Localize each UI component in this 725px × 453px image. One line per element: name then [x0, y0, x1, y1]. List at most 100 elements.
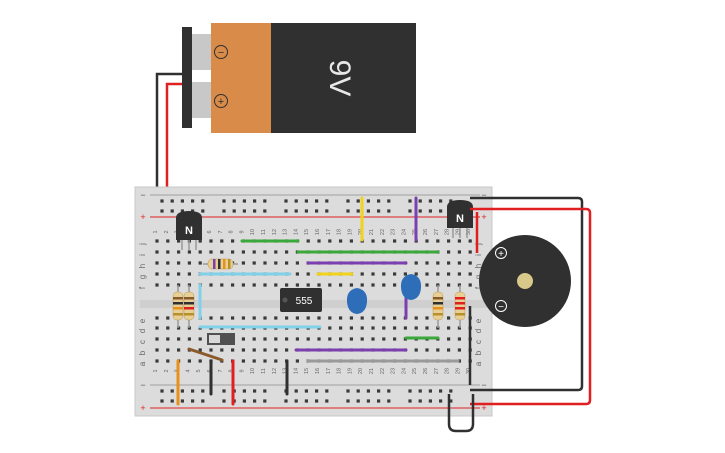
breadboard-hole[interactable] — [222, 399, 226, 403]
breadboard-hole[interactable] — [198, 337, 202, 341]
breadboard-hole[interactable] — [170, 389, 174, 393]
breadboard-hole[interactable] — [160, 399, 164, 403]
breadboard-hole[interactable] — [231, 348, 235, 352]
breadboard-hole[interactable] — [274, 250, 278, 254]
breadboard-hole[interactable] — [428, 199, 432, 203]
breadboard-hole[interactable] — [387, 389, 391, 393]
breadboard-hole[interactable] — [155, 283, 159, 287]
breadboard-hole[interactable] — [263, 209, 267, 213]
breadboard-hole[interactable] — [201, 209, 205, 213]
transistor-left[interactable]: N — [176, 211, 202, 250]
breadboard-hole[interactable] — [231, 283, 235, 287]
breadboard-hole[interactable] — [263, 348, 267, 352]
breadboard-hole[interactable] — [377, 389, 381, 393]
breadboard-hole[interactable] — [418, 399, 422, 403]
breadboard-hole[interactable] — [360, 326, 364, 330]
breadboard-hole[interactable] — [306, 239, 310, 243]
breadboard-hole[interactable] — [447, 348, 451, 352]
breadboard-hole[interactable] — [180, 389, 184, 393]
breadboard-hole[interactable] — [317, 316, 321, 320]
breadboard-hole[interactable] — [241, 261, 245, 265]
breadboard-hole[interactable] — [339, 239, 343, 243]
breadboard-hole[interactable] — [222, 209, 226, 213]
breadboard-hole[interactable] — [231, 316, 235, 320]
breadboard-hole[interactable] — [242, 209, 246, 213]
breadboard-hole[interactable] — [447, 337, 451, 341]
breadboard-hole[interactable] — [242, 199, 246, 203]
breadboard-hole[interactable] — [295, 337, 299, 341]
breadboard-hole[interactable] — [274, 316, 278, 320]
breadboard-hole[interactable] — [253, 209, 257, 213]
breadboard-hole[interactable] — [425, 348, 429, 352]
breadboard-hole[interactable] — [295, 359, 299, 363]
breadboard-hole[interactable] — [284, 399, 288, 403]
breadboard-hole[interactable] — [439, 399, 443, 403]
breadboard-hole[interactable] — [328, 239, 332, 243]
ic-555[interactable]: 555 — [280, 288, 322, 312]
breadboard-hole[interactable] — [220, 239, 224, 243]
breadboard-hole[interactable] — [252, 348, 256, 352]
breadboard-hole[interactable] — [371, 316, 375, 320]
breadboard-hole[interactable] — [241, 337, 245, 341]
breadboard-hole[interactable] — [349, 337, 353, 341]
breadboard-hole[interactable] — [346, 199, 350, 203]
breadboard-hole[interactable] — [285, 283, 289, 287]
breadboard-hole[interactable] — [408, 399, 412, 403]
breadboard-hole[interactable] — [414, 316, 418, 320]
breadboard-hole[interactable] — [317, 239, 321, 243]
breadboard-hole[interactable] — [317, 283, 321, 287]
breadboard-hole[interactable] — [274, 348, 278, 352]
breadboard-hole[interactable] — [232, 209, 236, 213]
breadboard-hole[interactable] — [425, 283, 429, 287]
breadboard-hole[interactable] — [177, 348, 181, 352]
breadboard-hole[interactable] — [180, 209, 184, 213]
breadboard-hole[interactable] — [315, 209, 319, 213]
breadboard-hole[interactable] — [155, 337, 159, 341]
breadboard-hole[interactable] — [295, 283, 299, 287]
breadboard-hole[interactable] — [371, 272, 375, 276]
breadboard-hole[interactable] — [285, 261, 289, 265]
breadboard-hole[interactable] — [209, 250, 213, 254]
breadboard-hole[interactable] — [253, 389, 257, 393]
resistor-horizontal[interactable] — [203, 258, 238, 270]
breadboard-hole[interactable] — [170, 199, 174, 203]
breadboard-hole[interactable] — [285, 250, 289, 254]
breadboard-hole[interactable] — [252, 250, 256, 254]
breadboard-hole[interactable] — [425, 272, 429, 276]
breadboard-hole[interactable] — [382, 283, 386, 287]
breadboard-hole[interactable] — [468, 239, 472, 243]
breadboard-hole[interactable] — [177, 272, 181, 276]
breadboard-hole[interactable] — [457, 239, 461, 243]
jumper-wires[interactable] — [176, 196, 460, 406]
breadboard-hole[interactable] — [360, 316, 364, 320]
breadboard-hole[interactable] — [328, 337, 332, 341]
breadboard-hole[interactable] — [155, 326, 159, 330]
breadboard-hole[interactable] — [263, 399, 267, 403]
breadboard-hole[interactable] — [425, 261, 429, 265]
battery-lead-negative[interactable] — [155, 72, 182, 210]
breadboard-hole[interactable] — [393, 272, 397, 276]
breadboard-hole[interactable] — [155, 239, 159, 243]
breadboard-hole[interactable] — [414, 261, 418, 265]
jumper-wire-brown[interactable] — [187, 347, 224, 362]
breadboard-hole[interactable] — [371, 326, 375, 330]
breadboard-hole[interactable] — [349, 239, 353, 243]
breadboard-hole[interactable] — [439, 209, 443, 213]
breadboard-hole[interactable] — [382, 337, 386, 341]
breadboard-hole[interactable] — [382, 326, 386, 330]
breadboard-hole[interactable] — [160, 389, 164, 393]
breadboard-hole[interactable] — [382, 272, 386, 276]
breadboard-hole[interactable] — [155, 359, 159, 363]
breadboard-hole[interactable] — [346, 209, 350, 213]
breadboard-hole[interactable] — [242, 389, 246, 393]
breadboard-hole[interactable] — [209, 316, 213, 320]
breadboard-hole[interactable] — [377, 209, 381, 213]
breadboard-hole[interactable] — [155, 316, 159, 320]
breadboard-hole[interactable] — [252, 261, 256, 265]
breadboard-hole[interactable] — [328, 283, 332, 287]
breadboard-hole[interactable] — [325, 399, 329, 403]
breadboard-hole[interactable] — [263, 283, 267, 287]
breadboard-hole[interactable] — [418, 199, 422, 203]
breadboard-hole[interactable] — [304, 199, 308, 203]
breadboard-hole[interactable] — [274, 283, 278, 287]
